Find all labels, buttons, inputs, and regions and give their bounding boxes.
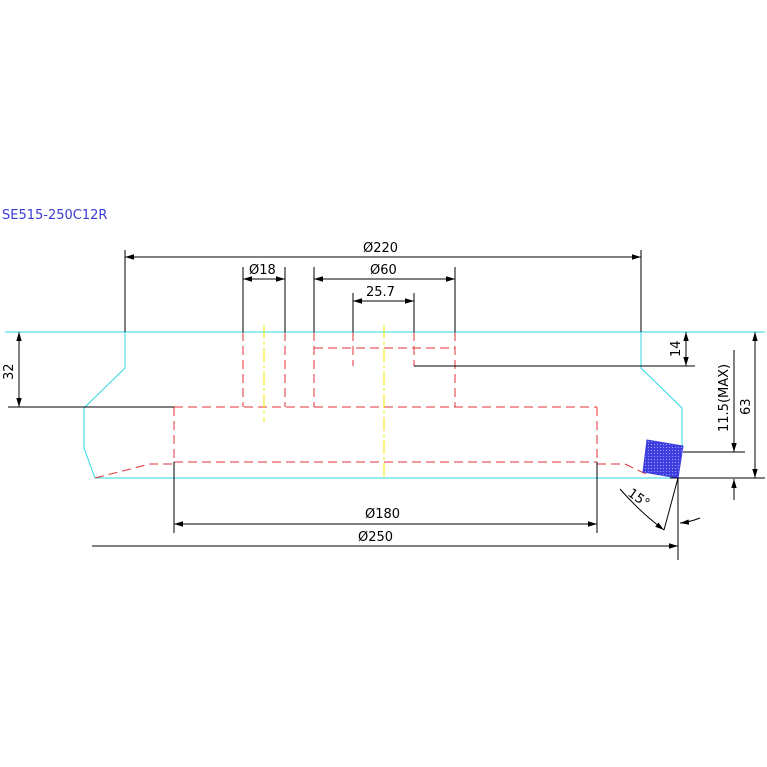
dim-diameter-60: Ø60	[370, 263, 397, 278]
centerlines	[263, 325, 385, 478]
dim-height-63: 63	[739, 398, 754, 415]
dim-height-14: 14	[669, 340, 684, 357]
dim-height-32: 32	[2, 363, 17, 380]
dim-diameter-180: Ø180	[365, 507, 400, 522]
hidden-lines	[94, 332, 651, 479]
dimension-lines	[8, 250, 765, 560]
dim-diameter-18: Ø18	[249, 263, 276, 278]
insert-icon	[642, 439, 684, 479]
dim-diameter-250: Ø250	[358, 530, 393, 545]
dim-height-11-5-max: 11.5(MAX)	[717, 364, 732, 432]
part-number-title: SE515-250C12R	[2, 208, 107, 223]
body-outline	[5, 331, 765, 479]
dim-diameter-220: Ø220	[363, 241, 398, 256]
dim-angle-15: 15°	[625, 486, 652, 512]
dim-length-25-7: 25.7	[366, 285, 395, 300]
